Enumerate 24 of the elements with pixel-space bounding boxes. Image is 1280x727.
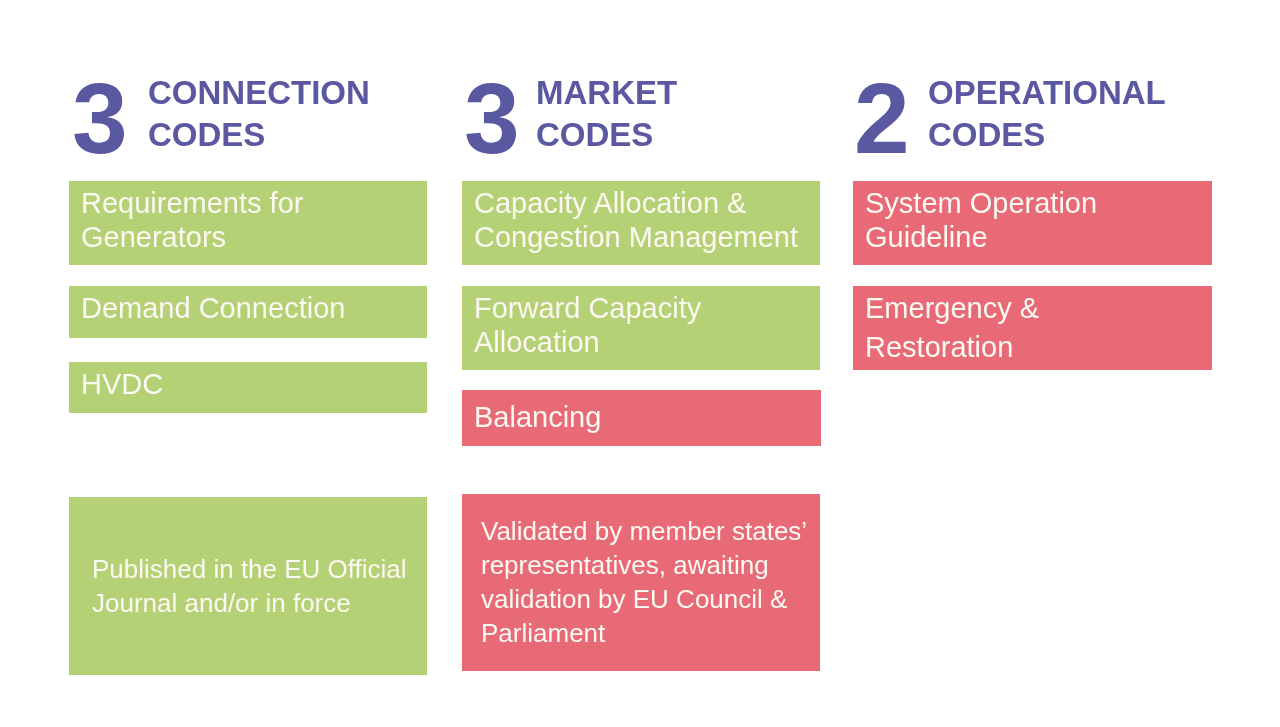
- code-box: [69, 362, 427, 413]
- code-count: 3: [464, 68, 521, 168]
- column-heading: MARKET CODES: [536, 73, 679, 155]
- code-box: [853, 286, 1212, 370]
- code-name: Emergency & Restoration: [865, 291, 1041, 365]
- legend-text: Published in the EU Official Journal and/or in force: [92, 553, 408, 620]
- code-name: System Operation Guideline: [865, 186, 1099, 254]
- code-box: [69, 181, 427, 265]
- code-name: Demand Connection: [81, 291, 346, 325]
- code-name: Requirements for Generators: [81, 186, 305, 254]
- code-box: [69, 286, 427, 338]
- code-name: Forward Capacity Allocation: [474, 291, 703, 359]
- code-name: Capacity Allocation & Congestion Management: [474, 186, 800, 254]
- column-heading: OPERATIONAL CODES: [928, 73, 1167, 155]
- code-count: 2: [854, 68, 911, 168]
- legend-text: Validated by member states’ representatives, awaiting validation by EU Council & Parliament: [481, 515, 808, 650]
- code-name: HVDC: [81, 367, 164, 401]
- code-name: Balancing: [474, 400, 602, 434]
- code-box: [462, 181, 820, 265]
- code-count: 3: [72, 68, 129, 168]
- code-box: [462, 286, 820, 370]
- column-heading: CONNECTION CODES: [148, 73, 371, 155]
- code-box: [853, 181, 1212, 265]
- code-box: [462, 390, 821, 446]
